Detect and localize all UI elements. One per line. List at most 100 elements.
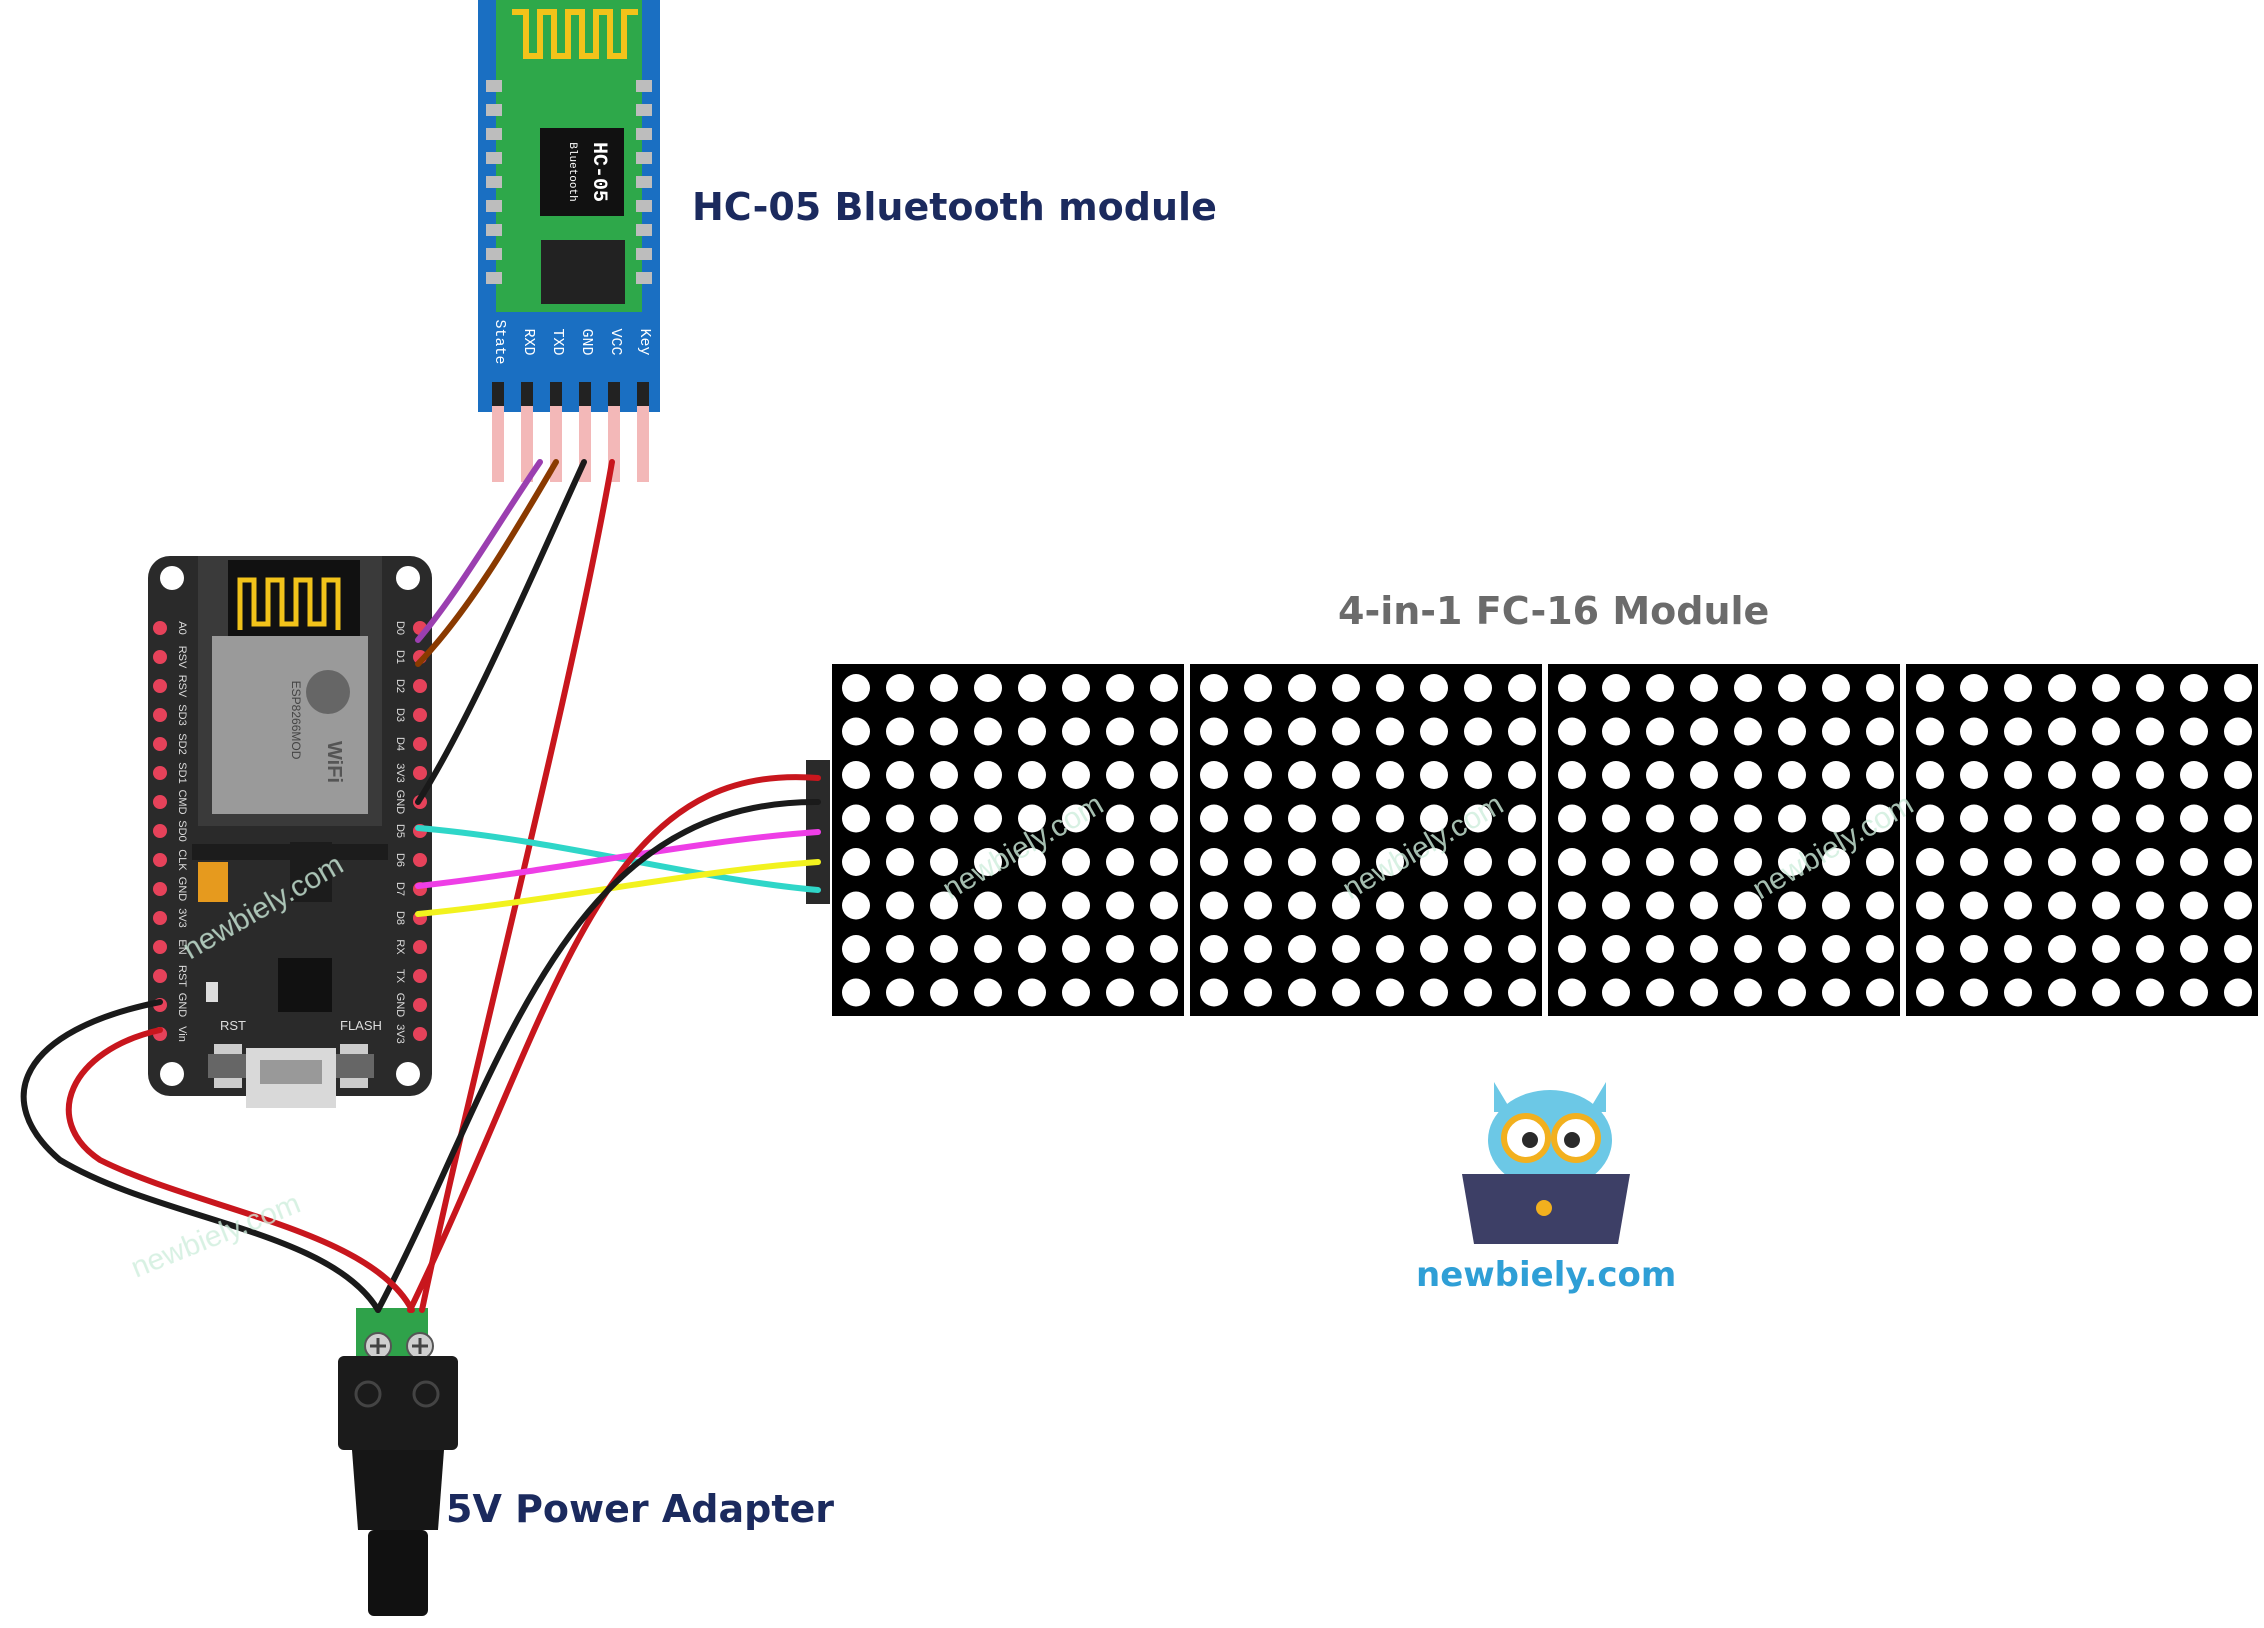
matrix-led — [2048, 804, 2076, 833]
matrix-led — [1866, 717, 1894, 746]
matrix-led — [1244, 978, 1272, 1007]
matrix-led — [1916, 935, 1944, 963]
esp-right-pin-label: D0 — [394, 621, 406, 635]
matrix-led — [1508, 935, 1536, 963]
wire-black-bt — [415, 459, 587, 805]
matrix-led — [974, 935, 1002, 963]
matrix-led — [886, 891, 914, 920]
matrix-led — [1464, 761, 1492, 789]
matrix-led — [1690, 717, 1718, 746]
matrix-led — [1150, 761, 1178, 789]
matrix-led — [1916, 891, 1944, 920]
esp-pin — [153, 882, 167, 896]
mount-hole — [160, 566, 184, 590]
matrix-led — [1062, 717, 1090, 746]
esp-button-flash: FLASH — [340, 1018, 382, 1033]
matrix-led — [2224, 804, 2252, 833]
matrix-led — [1508, 674, 1536, 702]
brand-link[interactable]: newbiely.com — [1416, 1255, 1677, 1295]
matrix-led — [2048, 935, 2076, 963]
matrix-led — [1332, 848, 1360, 876]
matrix-led — [1200, 674, 1228, 702]
bt-pin-header — [550, 382, 562, 406]
bt-pin-label: GND — [578, 328, 595, 355]
matrix-led — [2224, 717, 2252, 746]
esp-pin — [153, 940, 167, 954]
matrix-led — [1866, 978, 1894, 1007]
matrix-led — [1106, 717, 1134, 746]
matrix-led — [1960, 978, 1988, 1007]
bt-pin-header — [637, 382, 649, 406]
esp-right-pin-label: 3V3 — [394, 1024, 406, 1044]
matrix-led — [1288, 891, 1316, 920]
bt-pin-label: Key — [636, 328, 653, 355]
matrix-led — [842, 891, 870, 920]
bt-pad — [486, 248, 502, 260]
matrix-led — [1200, 935, 1228, 963]
plus-symbol-icon — [412, 1380, 440, 1408]
bt-pin — [492, 406, 504, 482]
matrix-led — [1376, 804, 1404, 833]
matrix-led — [2048, 717, 2076, 746]
matrix-led — [930, 717, 958, 746]
matrix-led — [1558, 717, 1586, 746]
minus-symbol-icon — [354, 1380, 382, 1408]
matrix-led — [2180, 674, 2208, 702]
esp-left-pin-label: RSV — [176, 675, 188, 698]
matrix-led — [1062, 935, 1090, 963]
esp-left-pin-label: SD0 — [176, 820, 188, 841]
matrix-led — [930, 848, 958, 876]
bt-pin-label: RXD — [520, 328, 537, 355]
matrix-led — [1106, 804, 1134, 833]
matrix-led — [886, 848, 914, 876]
matrix-led — [1420, 978, 1448, 1007]
matrix-led — [1734, 978, 1762, 1007]
matrix-led — [2136, 717, 2164, 746]
matrix-led — [1602, 717, 1630, 746]
esp-pin — [413, 940, 427, 954]
esp-left-pin-label: SD3 — [176, 704, 188, 725]
matrix-led — [2180, 935, 2208, 963]
bt-pad — [636, 128, 652, 140]
matrix-led — [1646, 935, 1674, 963]
matrix-led — [1508, 848, 1536, 876]
matrix-led — [1464, 978, 1492, 1007]
matrix-led — [1734, 935, 1762, 963]
matrix-led — [1150, 674, 1178, 702]
matrix-led — [1778, 674, 1806, 702]
matrix-led — [1420, 804, 1448, 833]
matrix-led — [2004, 674, 2032, 702]
matrix-led — [1558, 848, 1586, 876]
matrix-led — [2180, 717, 2208, 746]
matrix-led — [1822, 717, 1850, 746]
matrix-led — [1822, 848, 1850, 876]
matrix-led — [2004, 761, 2032, 789]
esp-right-pin-label: D3 — [394, 708, 406, 722]
matrix-led — [1244, 674, 1272, 702]
matrix-led — [1558, 761, 1586, 789]
matrix-led — [886, 804, 914, 833]
matrix-led — [2136, 848, 2164, 876]
matrix-led — [1244, 935, 1272, 963]
esp-left-pin-label: 3V3 — [176, 908, 188, 928]
matrix-led — [1106, 935, 1134, 963]
esp-left-pin-label: RSV — [176, 646, 188, 669]
matrix-led — [2004, 935, 2032, 963]
bt-pad — [636, 224, 652, 236]
matrix-led — [1866, 935, 1894, 963]
matrix-led — [1062, 674, 1090, 702]
matrix-led — [1106, 978, 1134, 1007]
matrix-led — [1960, 717, 1988, 746]
matrix-led — [2092, 935, 2120, 963]
matrix-led — [1200, 978, 1228, 1007]
matrix-led — [1062, 848, 1090, 876]
esp-pin — [413, 998, 427, 1012]
matrix-led — [930, 674, 958, 702]
esp8266-board: ESP8266MOD WiFi RST FLASH A0RSVRSVSD3SD2… — [148, 556, 432, 1108]
wire-red-matrix — [407, 774, 821, 1313]
bt-pin-label: VCC — [607, 328, 624, 355]
wire-purple — [415, 459, 543, 643]
matrix-led — [1558, 674, 1586, 702]
